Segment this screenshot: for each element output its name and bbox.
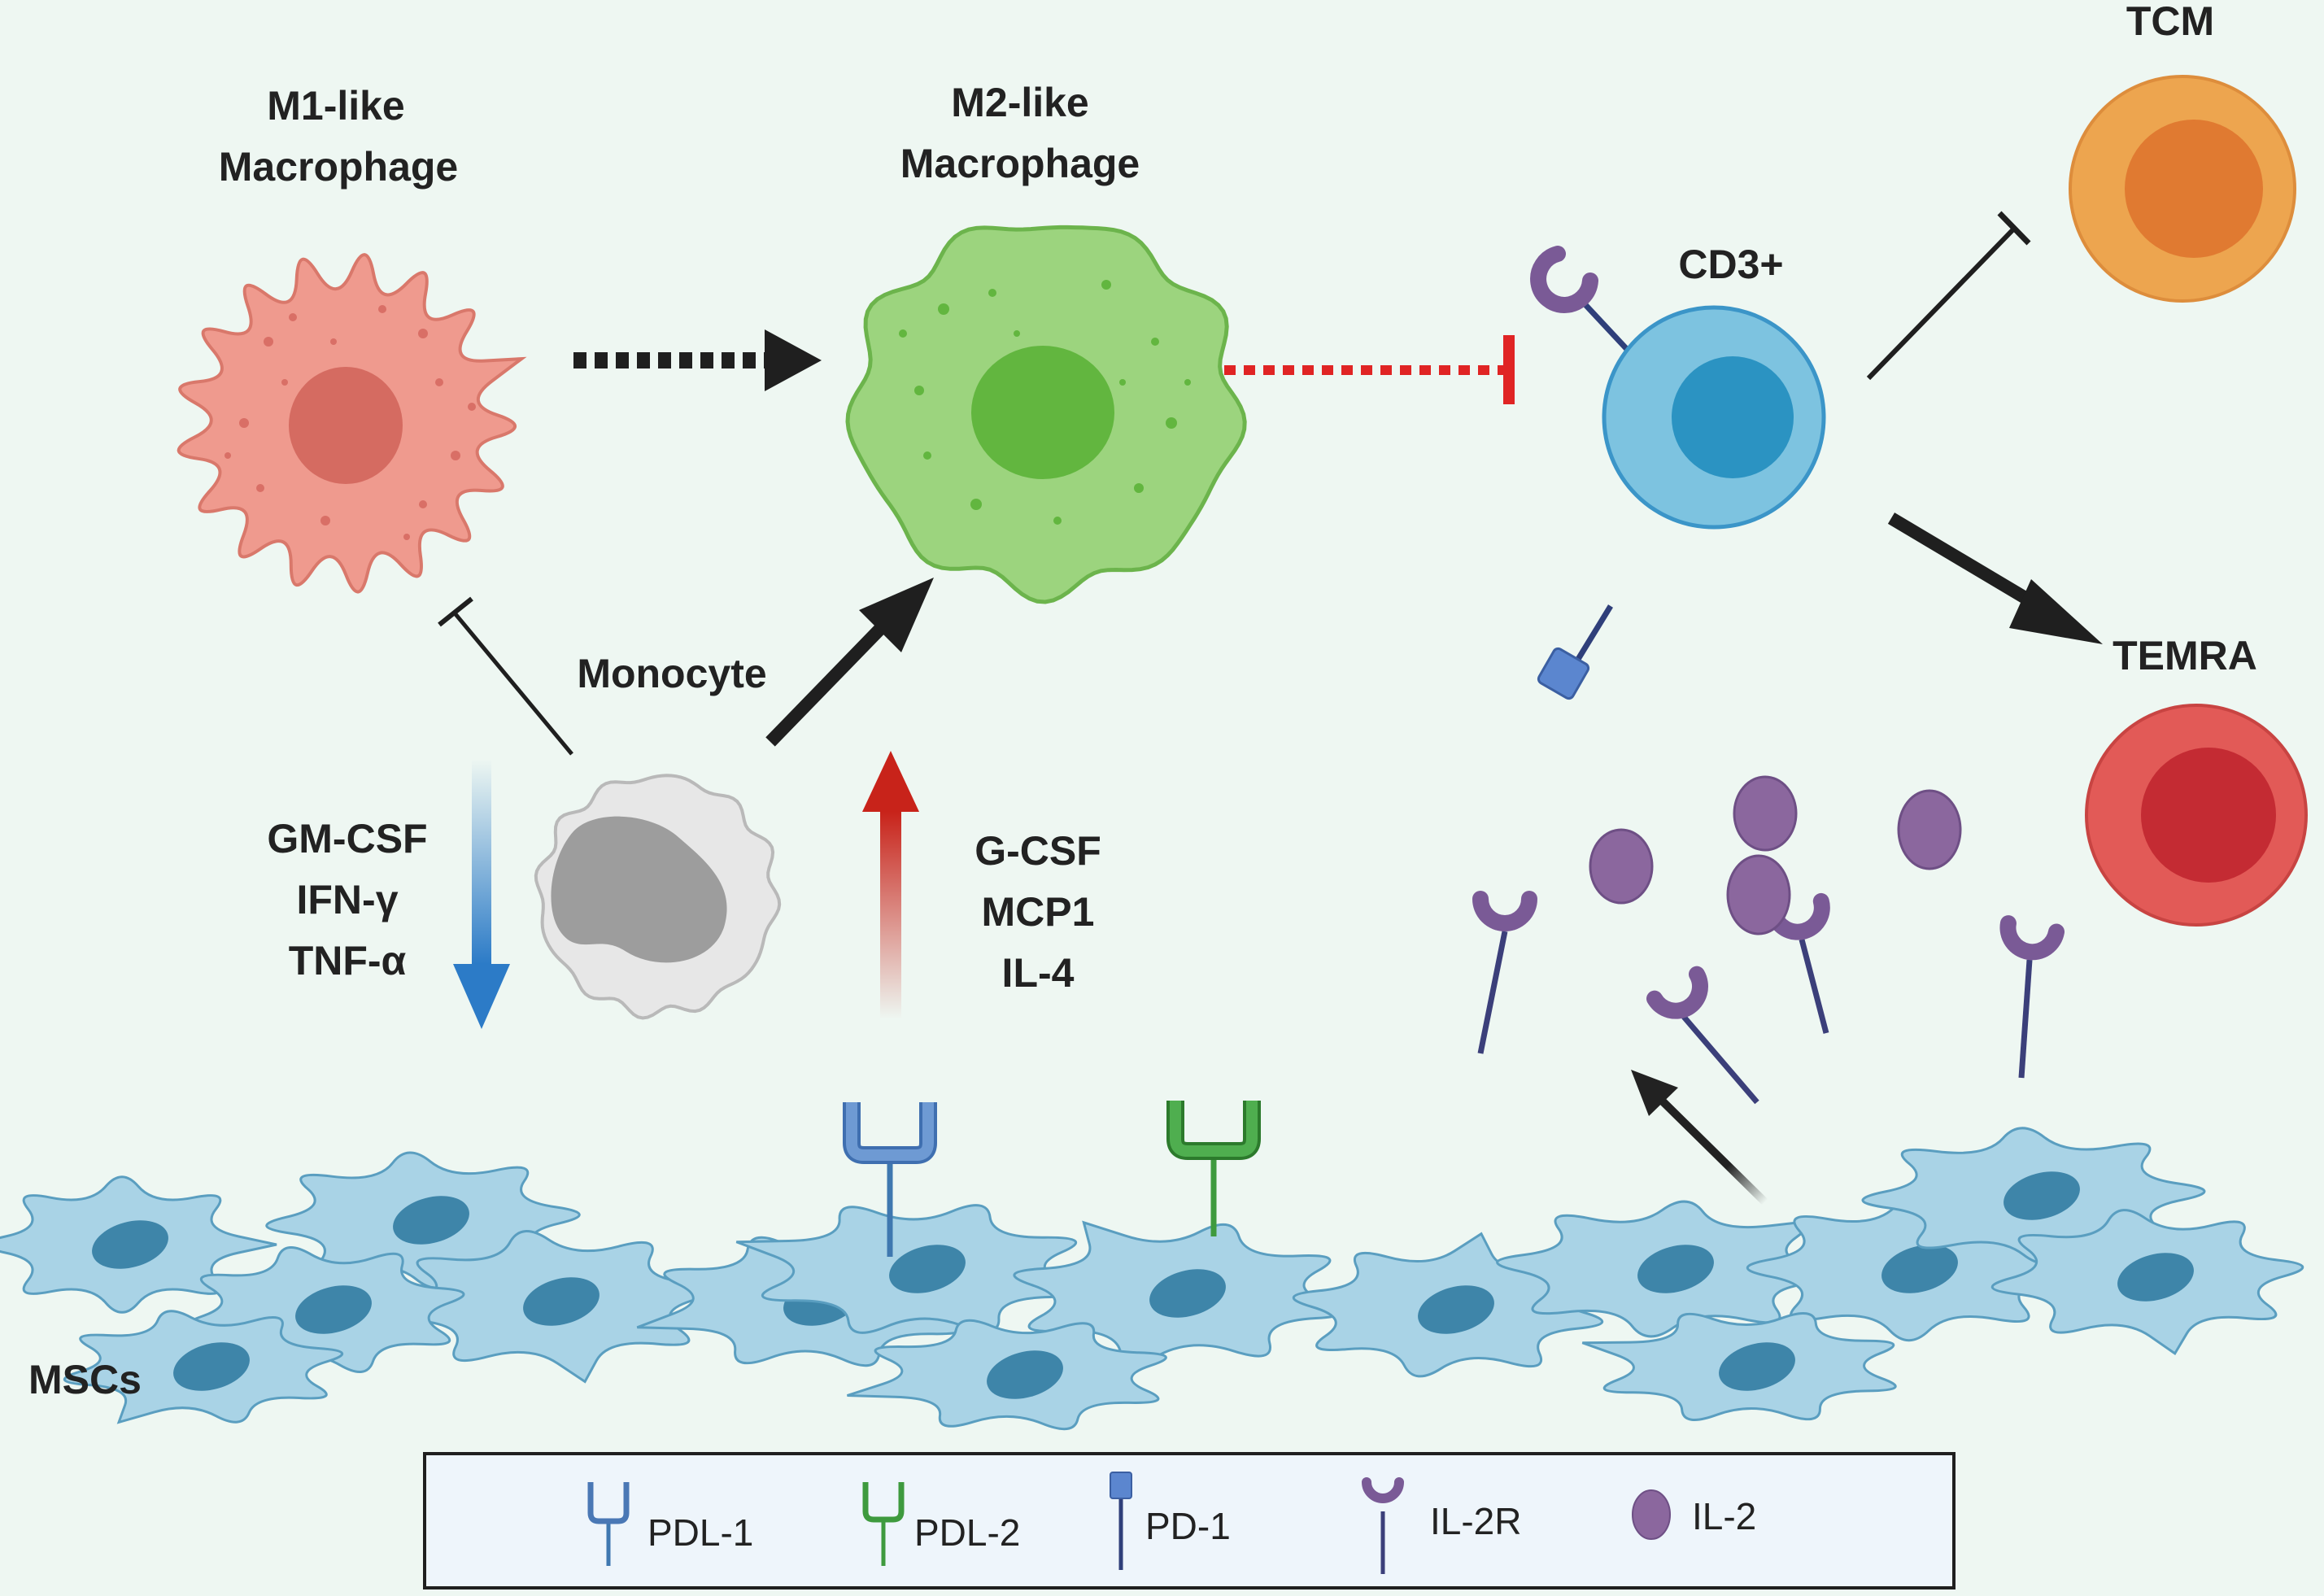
cytokine-down-3: TNF-α (289, 938, 407, 983)
il2r-cup-icon (1646, 966, 1708, 1019)
msc-nucleus (295, 1285, 372, 1334)
m1-to-m2-dashed-arrow (573, 329, 822, 391)
legend: PDL-1 PDL-2 PD-1 IL-2R (423, 1452, 1956, 1589)
temra-cell (2085, 704, 2308, 927)
tcm-cell (2069, 75, 2296, 303)
legend-item-pd1: PD-1 (1110, 1472, 1231, 1570)
legend-label-il2r: IL-2R (1430, 1500, 1521, 1542)
il2-icon (1632, 1489, 1671, 1540)
msc-nucleus (889, 1245, 966, 1293)
msc-nucleus (1149, 1269, 1226, 1318)
msc-nucleus (1418, 1285, 1494, 1334)
blue-down-arrow (453, 759, 510, 1029)
pdl2-icon (862, 1482, 905, 1566)
legend-item-pdl2: PDL-2 (862, 1482, 1020, 1566)
msc-nucleus (523, 1277, 600, 1326)
il2r-cup-icon (1472, 891, 1537, 931)
msc-to-il2-arrow (1631, 1070, 1768, 1206)
temra-label: TEMRA (2113, 633, 2257, 678)
il2r-icon (1362, 1477, 1404, 1574)
monocyte-label: Monocyte (577, 651, 766, 696)
monocyte-to-m2-arrow (765, 578, 934, 747)
monocyte-inhibits-m1 (438, 596, 573, 756)
msc-nucleus (987, 1350, 1063, 1399)
legend-item-pdl1: PDL-1 (587, 1482, 753, 1566)
pdl1-icon (587, 1482, 630, 1566)
legend-item-il2: IL-2 (1632, 1489, 1756, 1540)
cd3-inhibits-tcm (1866, 211, 2031, 381)
temra-nucleus (2141, 748, 2276, 883)
m1-macrophage (177, 253, 527, 594)
msc-nucleus (2117, 1253, 2194, 1302)
m2-macrophage-nucleus (971, 346, 1114, 479)
il2r-receptor (1472, 891, 1537, 1054)
il2r-receptor (1646, 966, 1759, 1105)
m1-label-line2: Macrophage (219, 144, 459, 190)
cd3-label: CD3+ (1678, 242, 1783, 287)
legend-box (423, 1452, 1956, 1589)
msc-nucleus (92, 1220, 168, 1269)
msc-nucleus (2004, 1171, 2080, 1220)
m2-inhibits-cd3 (1224, 335, 1515, 404)
msc-nucleus (1881, 1245, 1958, 1293)
legend-item-il2r: IL-2R (1362, 1477, 1521, 1574)
legend-label-il2: IL-2 (1692, 1495, 1756, 1537)
cd3-to-temra-arrow (1887, 512, 2103, 644)
m2-macrophage (845, 225, 1247, 604)
monocyte-cell (534, 774, 782, 1020)
cytokine-down-2: IFN-γ (297, 877, 399, 922)
il2-field (1589, 775, 1962, 935)
cd3-t-cell (1530, 246, 1826, 700)
monocyte-nucleus (551, 816, 727, 963)
il2-molecule (1589, 828, 1654, 905)
legend-label-pd1: PD-1 (1145, 1505, 1231, 1547)
msc-nucleus (1719, 1342, 1795, 1391)
il2-molecule (1733, 775, 1798, 852)
il2r-cup-icon (1999, 915, 2065, 961)
il2r-stalk-on-cd3 (1576, 294, 1637, 360)
cytokine-down-1: GM-CSF (267, 816, 427, 861)
msc-nucleus (393, 1196, 469, 1245)
pdl1-on-msc (843, 1102, 937, 1257)
msc-nucleus (173, 1342, 250, 1391)
msc-nucleus (1637, 1245, 1714, 1293)
il2r-field (1472, 891, 2065, 1105)
msc-layer (0, 1127, 2304, 1431)
m1-granules (225, 305, 476, 540)
tcm-label: TCM (2126, 0, 2214, 44)
il2r-receptor (1999, 915, 2065, 1079)
red-up-arrow (862, 751, 919, 1019)
cytokine-up-1: G-CSF (975, 828, 1101, 874)
il2-molecule (1897, 789, 1962, 870)
pd1-icon (1110, 1472, 1132, 1570)
m1-macrophage-nucleus (289, 367, 403, 484)
cytokine-up-3: IL-4 (1002, 950, 1075, 996)
m2-label-line1: M2-like (951, 80, 1089, 125)
cytokine-up-2: MCP1 (982, 889, 1095, 935)
legend-label-pdl2: PDL-2 (914, 1511, 1020, 1554)
cd3-nucleus (1672, 356, 1794, 478)
mscs-label: MSCs (28, 1357, 142, 1402)
tcm-nucleus (2125, 120, 2263, 258)
il2-molecule (1726, 854, 1791, 935)
m2-granules (899, 280, 1191, 525)
m2-label-line2: Macrophage (900, 141, 1140, 186)
legend-label-pdl1: PDL-1 (647, 1511, 753, 1554)
m1-label-line1: M1-like (267, 83, 405, 129)
pdl2-on-msc (1166, 1101, 1261, 1236)
il2r-on-cd3-icon (1530, 246, 1598, 313)
pd1-on-cd3-icon (1537, 647, 1590, 700)
